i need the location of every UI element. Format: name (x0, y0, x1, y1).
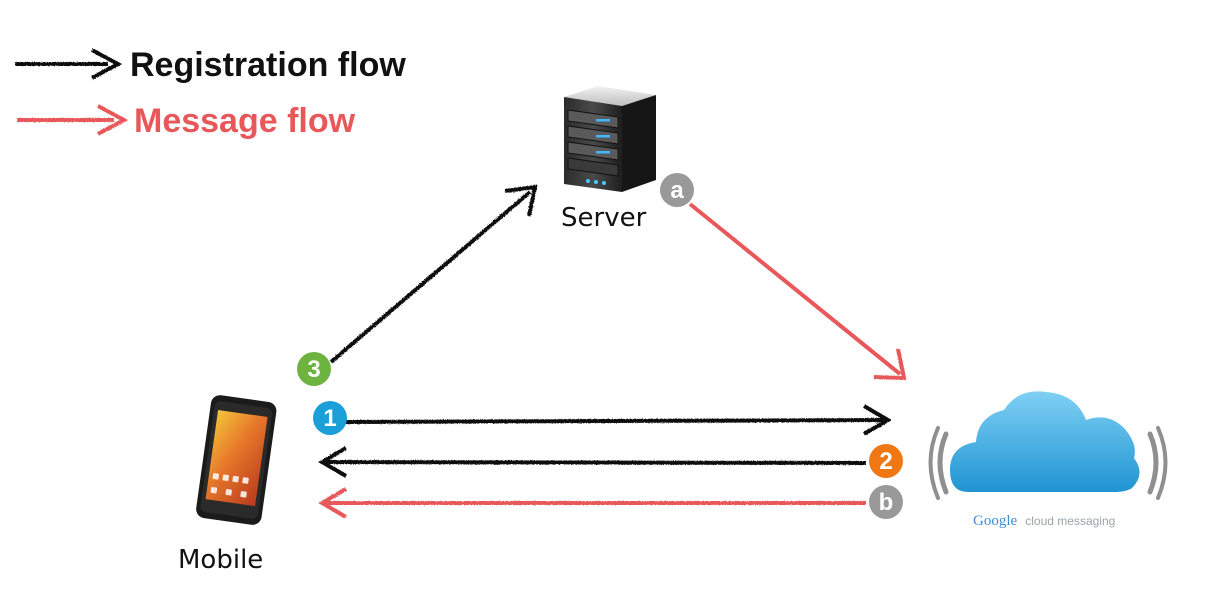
legend-message-arrow (17, 104, 129, 136)
arrow-stepa-server-to-gcm (688, 202, 907, 381)
gcm-brand-rest: cloud messaging (1025, 514, 1115, 528)
badge-step-b-text: b (879, 489, 894, 516)
server-node: Server (561, 86, 656, 233)
mobile-label: Mobile (178, 545, 263, 575)
badge-step-b: b (869, 485, 903, 519)
gcm-brand-label: Google cloud messaging (973, 510, 1115, 529)
badge-step-a: a (660, 173, 694, 207)
badge-step-3-text: 3 (307, 356, 320, 383)
signal-waves-left-icon (928, 426, 949, 500)
badge-step-3: 3 (297, 352, 331, 386)
arrow-step2-gcm-to-mobile (318, 446, 867, 478)
badge-step-1-text: 1 (323, 405, 336, 432)
legend: Registration flow Message flow (15, 46, 406, 140)
gcm-node: Google cloud messaging (928, 391, 1168, 529)
mobile-node: Mobile (178, 395, 277, 575)
arrow-step3-mobile-to-server (329, 184, 538, 364)
gcm-brand-google: Google (973, 513, 1018, 529)
legend-registration-label: Registration flow (130, 46, 406, 84)
server-rack-icon (564, 86, 656, 192)
badge-step-a-text: a (670, 177, 684, 204)
badge-step-1: 1 (313, 401, 347, 435)
arrow-stepb-gcm-to-mobile (318, 487, 866, 519)
server-label: Server (561, 203, 647, 233)
arrow-step1-mobile-to-gcm (344, 404, 892, 436)
badge-step-2: 2 (869, 444, 903, 478)
legend-message-label: Message flow (134, 102, 356, 140)
signal-waves-right-icon (1147, 426, 1168, 500)
cloud-icon (950, 391, 1140, 492)
badge-step-2-text: 2 (879, 448, 892, 475)
legend-registration-arrow (15, 48, 123, 80)
smartphone-icon (196, 395, 277, 525)
